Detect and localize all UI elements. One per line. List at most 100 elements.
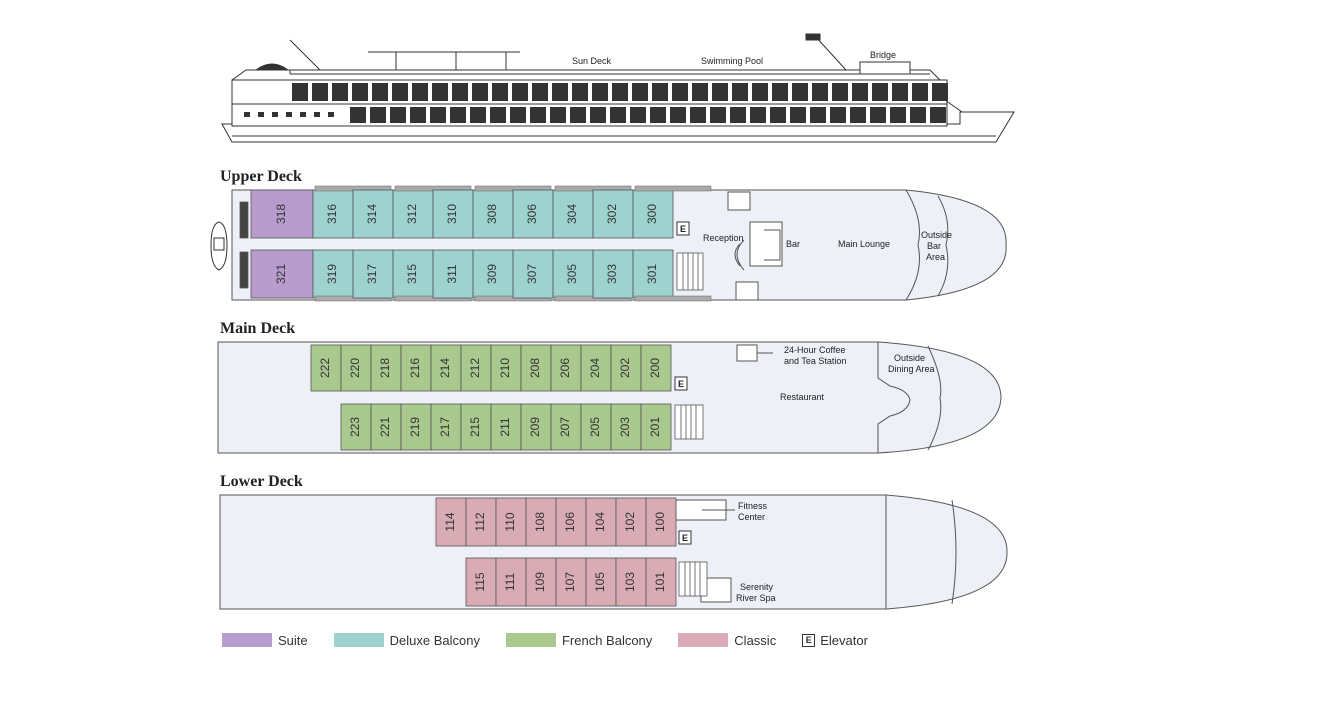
cabin-number: 219 (408, 417, 422, 437)
cabin-102[interactable] (615, 497, 647, 547)
cabin-206[interactable] (550, 344, 582, 392)
cabin-number: 321 (274, 264, 288, 284)
window (850, 107, 866, 123)
window (910, 107, 926, 123)
window (752, 83, 768, 101)
cabin-208[interactable] (520, 344, 552, 392)
cabin-223[interactable] (340, 403, 372, 451)
cabin-100[interactable] (645, 497, 677, 547)
cabin-307[interactable] (512, 249, 554, 299)
cabin-310[interactable] (432, 189, 474, 239)
cabin-315[interactable] (392, 249, 434, 299)
lower-elevator-mark: E (682, 533, 688, 543)
cabin-109[interactable] (525, 557, 557, 607)
cabin-108[interactable] (525, 497, 557, 547)
window (812, 83, 828, 101)
cabin-216[interactable] (400, 344, 432, 392)
cabin-112[interactable] (465, 497, 497, 547)
cabin-110[interactable] (495, 497, 527, 547)
window (352, 83, 368, 101)
cabin-215[interactable] (460, 403, 492, 451)
cabin-number: 206 (558, 358, 572, 378)
lower-stairs (678, 561, 708, 597)
window (412, 83, 428, 101)
cabin-220[interactable] (340, 344, 372, 392)
cabin-212[interactable] (460, 344, 492, 392)
cabin-114[interactable] (435, 497, 467, 547)
cabin-306[interactable] (512, 189, 554, 239)
window (870, 107, 886, 123)
main-elevator-mark: E (678, 379, 684, 389)
cabin-317[interactable] (352, 249, 394, 299)
ship-windows (244, 83, 948, 123)
cabin-201[interactable] (640, 403, 672, 451)
cabin-101[interactable] (645, 557, 677, 607)
cabin-number: 207 (558, 417, 572, 437)
porthole (286, 112, 292, 117)
porthole (258, 112, 264, 117)
cabin-319[interactable] (312, 249, 354, 299)
cabin-number: 212 (468, 358, 482, 378)
cabin-200[interactable] (640, 344, 672, 392)
main-dining-area (736, 342, 942, 453)
cabin-301[interactable] (632, 249, 674, 299)
cabin-316[interactable] (312, 189, 354, 239)
window (532, 83, 548, 101)
balcony (634, 185, 712, 192)
cabin-104[interactable] (585, 497, 617, 547)
window (612, 83, 628, 101)
legend-label-deluxe-balcony: Deluxe Balcony (389, 632, 480, 648)
deck-plan: Sun Deck Swimming Pool Bridge Upper Deck… (210, 33, 1015, 610)
window (472, 83, 488, 101)
cabin-number: 302 (605, 204, 619, 224)
window (390, 107, 406, 123)
legend: Suite Deluxe Balcony French Balcony Clas… (222, 631, 894, 649)
label-coffee-2: and Tea Station (784, 356, 846, 366)
cabin-111[interactable] (495, 557, 527, 607)
cabin-314[interactable] (352, 189, 394, 239)
porthole (314, 112, 320, 117)
cabin-number: 304 (565, 204, 579, 224)
window (570, 107, 586, 123)
window (590, 107, 606, 123)
cabin-number: 215 (468, 417, 482, 437)
cabin-number: 112 (473, 512, 487, 531)
cabin-202[interactable] (610, 344, 642, 392)
cabin-103[interactable] (615, 557, 647, 607)
cabin-222[interactable] (310, 344, 342, 392)
cabin-221[interactable] (370, 403, 402, 451)
main-stairs (674, 404, 704, 440)
cabin-219[interactable] (400, 403, 432, 451)
cabin-115[interactable] (465, 557, 497, 607)
cabin-207[interactable] (550, 403, 582, 451)
cabin-number: 218 (378, 358, 392, 378)
cabin-210[interactable] (490, 344, 522, 392)
cabin-106[interactable] (555, 497, 587, 547)
cabin-321[interactable] (250, 249, 314, 299)
cabin-number: 203 (618, 417, 632, 437)
label-fitness-1: Fitness (738, 501, 768, 511)
cabin-303[interactable] (592, 249, 634, 299)
cabin-107[interactable] (555, 557, 587, 607)
cabin-203[interactable] (610, 403, 642, 451)
legend-elevator-key: E (802, 633, 816, 647)
cabin-311[interactable] (432, 249, 474, 299)
cabin-318[interactable] (250, 189, 314, 239)
cabin-number: 202 (618, 358, 632, 378)
cabin-number: 301 (645, 264, 659, 284)
cabin-number: 108 (533, 512, 547, 532)
cabin-number: 211 (498, 417, 512, 436)
window (712, 83, 728, 101)
cabin-205[interactable] (580, 403, 612, 451)
window (652, 83, 668, 101)
cabin-209[interactable] (520, 403, 552, 451)
window (810, 107, 826, 123)
cabin-number: 204 (588, 358, 602, 378)
cabin-211[interactable] (490, 403, 522, 451)
window (710, 107, 726, 123)
cabin-302[interactable] (592, 189, 634, 239)
cabin-number: 306 (525, 204, 539, 224)
